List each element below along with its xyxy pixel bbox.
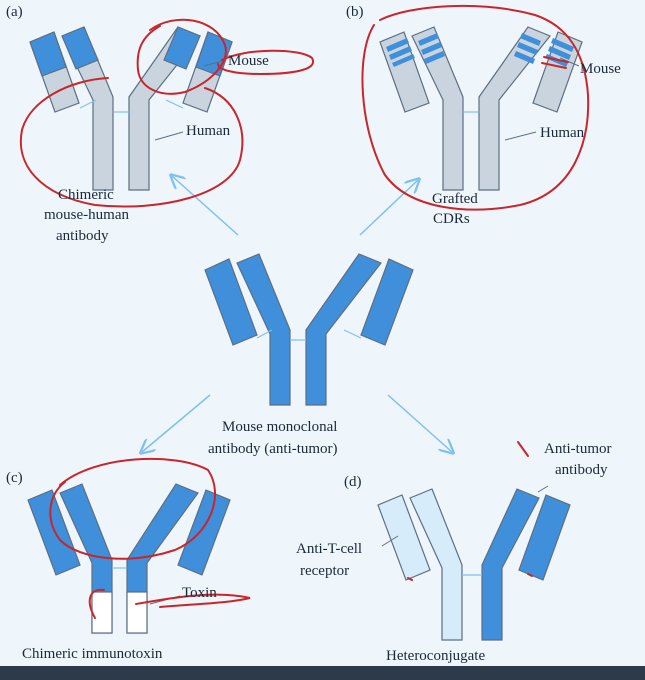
antibody-b-grafted xyxy=(379,26,583,191)
caption-b-line-2: CDRs xyxy=(433,211,470,227)
caption-c: Chimeric immunotoxin xyxy=(22,646,163,662)
label-a-mouse: Mouse xyxy=(228,53,269,69)
label-b-mouse: Mouse xyxy=(580,61,621,77)
antibody-d-heteroconjugate xyxy=(377,485,571,641)
panel-label-d: (d) xyxy=(344,474,362,490)
handwritten-annotations xyxy=(19,4,590,619)
label-a-human: Human xyxy=(186,123,231,139)
caption-center-line-2: antibody (anti-tumor) xyxy=(208,441,338,457)
caption-a-line-1: Chimeric xyxy=(58,187,114,203)
transform-arrows xyxy=(142,176,452,452)
antibody-a-chimeric xyxy=(29,26,233,191)
label-d-anti-tumor-line-1: Anti-tumor xyxy=(544,441,612,457)
antibody-center-mouse xyxy=(204,253,414,406)
label-d-anti-tumor-line-2: antibody xyxy=(555,462,608,478)
panel-label-c: (c) xyxy=(6,470,23,486)
label-c-toxin: Toxin xyxy=(182,585,217,601)
label-b-human: Human xyxy=(540,125,585,141)
label-d-anti-t-cell-line-2: receptor xyxy=(300,563,350,579)
antibody-c-immunotoxin xyxy=(27,483,231,634)
caption-d: Heteroconjugate xyxy=(386,648,486,664)
panel-label-a: (a) xyxy=(6,4,23,20)
bottom-edge-strip xyxy=(0,666,645,680)
caption-b-line-1: Grafted xyxy=(432,191,478,207)
caption-center-line-1: Mouse monoclonal xyxy=(222,419,338,435)
panel-label-b: (b) xyxy=(346,4,364,20)
caption-a-line-3: antibody xyxy=(56,228,109,244)
label-d-anti-t-cell-line-1: Anti-T-cell xyxy=(296,541,363,557)
caption-a-line-2: mouse-human xyxy=(44,207,129,223)
